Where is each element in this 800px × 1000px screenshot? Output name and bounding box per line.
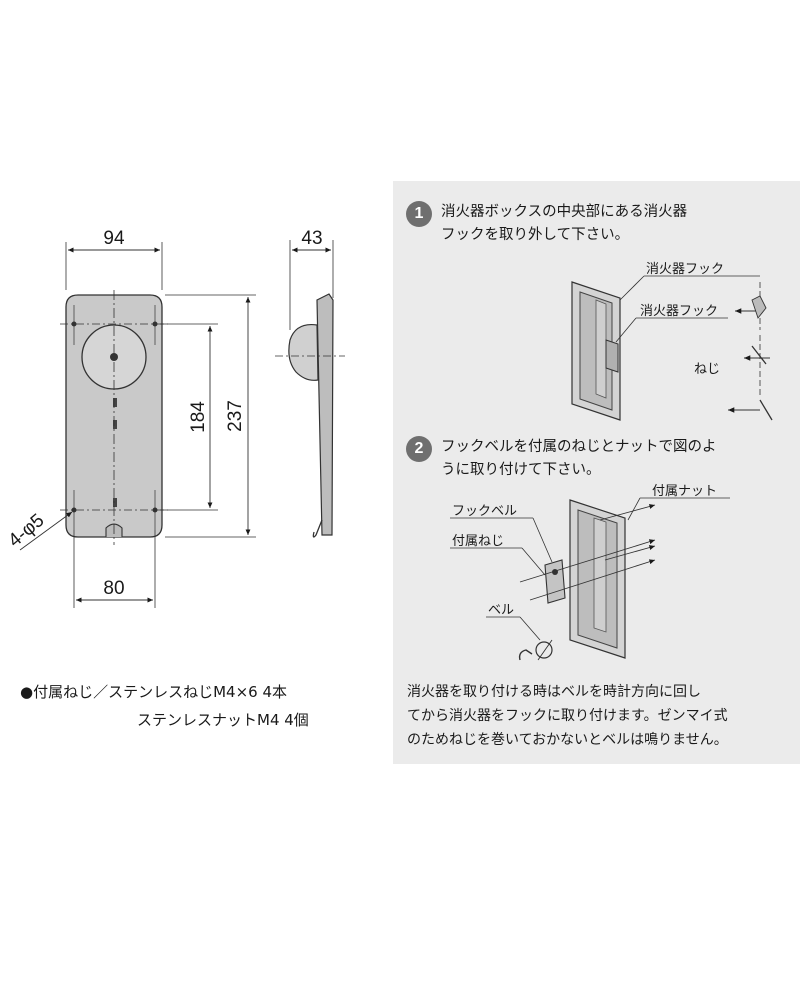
dim-184-label: 184 (188, 401, 209, 433)
accessories-line1: ●付属ねじ／ステンレスねじM4×6 4本 (20, 683, 287, 701)
accessories-list: ●付属ねじ／ステンレスねじM4×6 4本 ステンレスナットM4 4個 (20, 678, 309, 734)
step1-text: 消火器ボックスの中央部にある消火器 フックを取り外して下さい。 (441, 201, 687, 247)
dim-hole-callout: 4-φ5 (4, 510, 73, 552)
step1-badge: 1 (406, 201, 432, 227)
label-screw-2: 付属ねじ (452, 534, 504, 549)
step2-badge: 2 (406, 436, 432, 462)
label-hook-a: 消火器フック (646, 262, 724, 277)
bell-icon (518, 639, 553, 661)
step2-line1: フックベルを付属のねじとナットで図のよ (441, 439, 717, 455)
label-nut: 付属ナット (652, 484, 717, 499)
accessories-line2: ステンレスナットM4 4個 (137, 711, 309, 729)
note-line1: 消火器を取り付ける時はベルを時計方向に回し (407, 684, 701, 700)
label-hook-bell: フックベル (452, 504, 517, 519)
note-line2: てから消火器をフックに取り付けます。ゼンマイ式 (407, 708, 728, 724)
dim-width-top: 94 (65, 228, 163, 290)
slot-lower (113, 498, 117, 507)
dim-width-bottom: 80 (73, 530, 156, 608)
dim-80-label: 80 (103, 578, 124, 599)
front-view (60, 290, 168, 545)
slot-upper (113, 398, 117, 407)
dim-height-inner: 184 (160, 323, 218, 511)
bell-note: 消火器を取り付ける時はベルを時計方向に回し てから消火器をフックに取り付けます。… (407, 680, 792, 752)
dim-height-outer: 237 (165, 294, 256, 538)
instruction-panel (393, 181, 800, 764)
side-plate (316, 293, 334, 536)
step1-illustration: 消火器フック 消火器フック ねじ (571, 262, 773, 421)
label-bell: ベル (488, 603, 514, 618)
step2-line2: うに取り付けて下さい。 (441, 462, 601, 478)
dim-94-label: 94 (103, 228, 125, 249)
step2-illustration: 付属ナット フックベル 付属ねじ ベル (450, 484, 730, 661)
side-hook-knob (288, 323, 319, 381)
label-hook-b: 消火器フック (640, 304, 718, 319)
note-line3: のためねじを巻いておかないとベルは鳴りません。 (407, 732, 728, 748)
hook-bell-part (544, 559, 566, 604)
side-view: 43 (275, 228, 345, 538)
step2-text: フックベルを付属のねじとナットで図のよ うに取り付けて下さい。 (441, 436, 717, 482)
step1-line2: フックを取り外して下さい。 (441, 227, 630, 243)
hook-1 (605, 339, 619, 373)
label-screw-1: ねじ (694, 362, 720, 377)
dim-43-label: 43 (301, 228, 322, 249)
side-hook-tip (312, 519, 323, 538)
slot-middle (113, 420, 117, 429)
dim-237-label: 237 (225, 400, 246, 432)
step1-line1: 消火器ボックスの中央部にある消火器 (441, 204, 688, 220)
